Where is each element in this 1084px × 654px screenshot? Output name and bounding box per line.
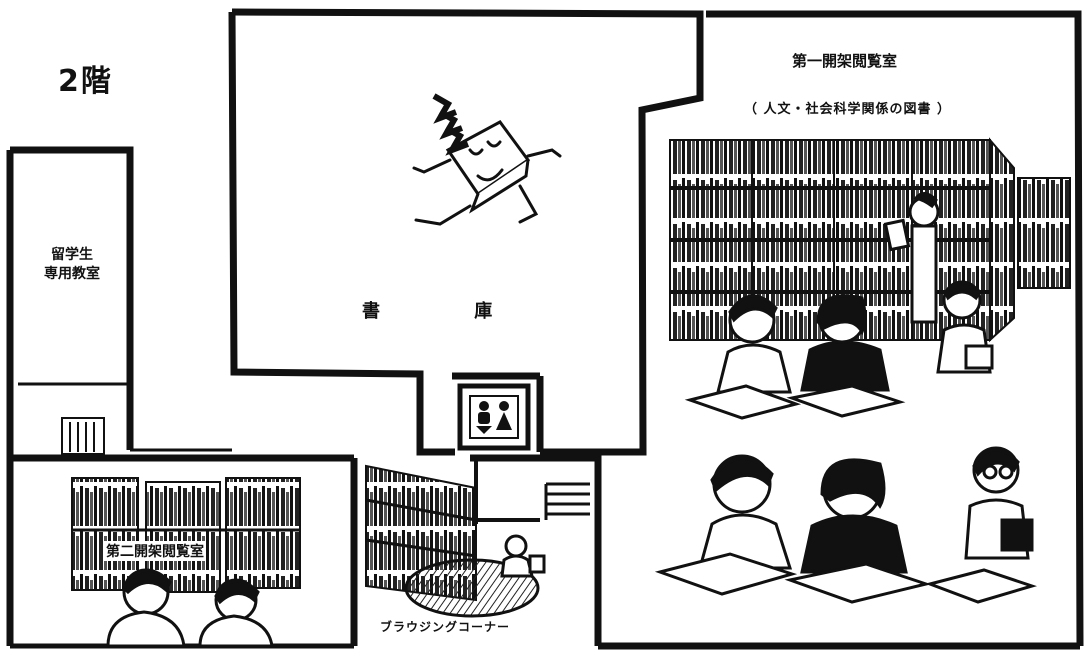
room-label-line: 留学生 [51, 247, 93, 263]
student-icon [106, 568, 274, 648]
trash-bin-icon [61, 417, 105, 455]
floor-label: 2階 [58, 64, 113, 99]
zzz-icon [432, 93, 470, 156]
sofa-icon [404, 534, 546, 618]
room-subtitle-reading-room-1: （ 人文・社会科学関係の図書 ） [744, 102, 952, 117]
room-label-reading-room-1: 第一開架閲覧室 [792, 52, 898, 70]
stairs-icon [544, 482, 590, 520]
room-label-reading-room-2: 第二開架閲覧室 [104, 541, 206, 561]
bookshelf-icon [71, 477, 301, 593]
room-label-stacks: 書 庫 [362, 301, 537, 322]
room-label-browsing-corner: ブラウジングコーナー [380, 620, 511, 634]
restroom-icon [457, 383, 531, 451]
room-label-international-classroom: 留学生 専用教室 [22, 246, 122, 284]
room-label-line: 専用教室 [44, 266, 100, 282]
sleeping-book-icon [412, 120, 562, 226]
student-icon [654, 192, 1037, 604]
